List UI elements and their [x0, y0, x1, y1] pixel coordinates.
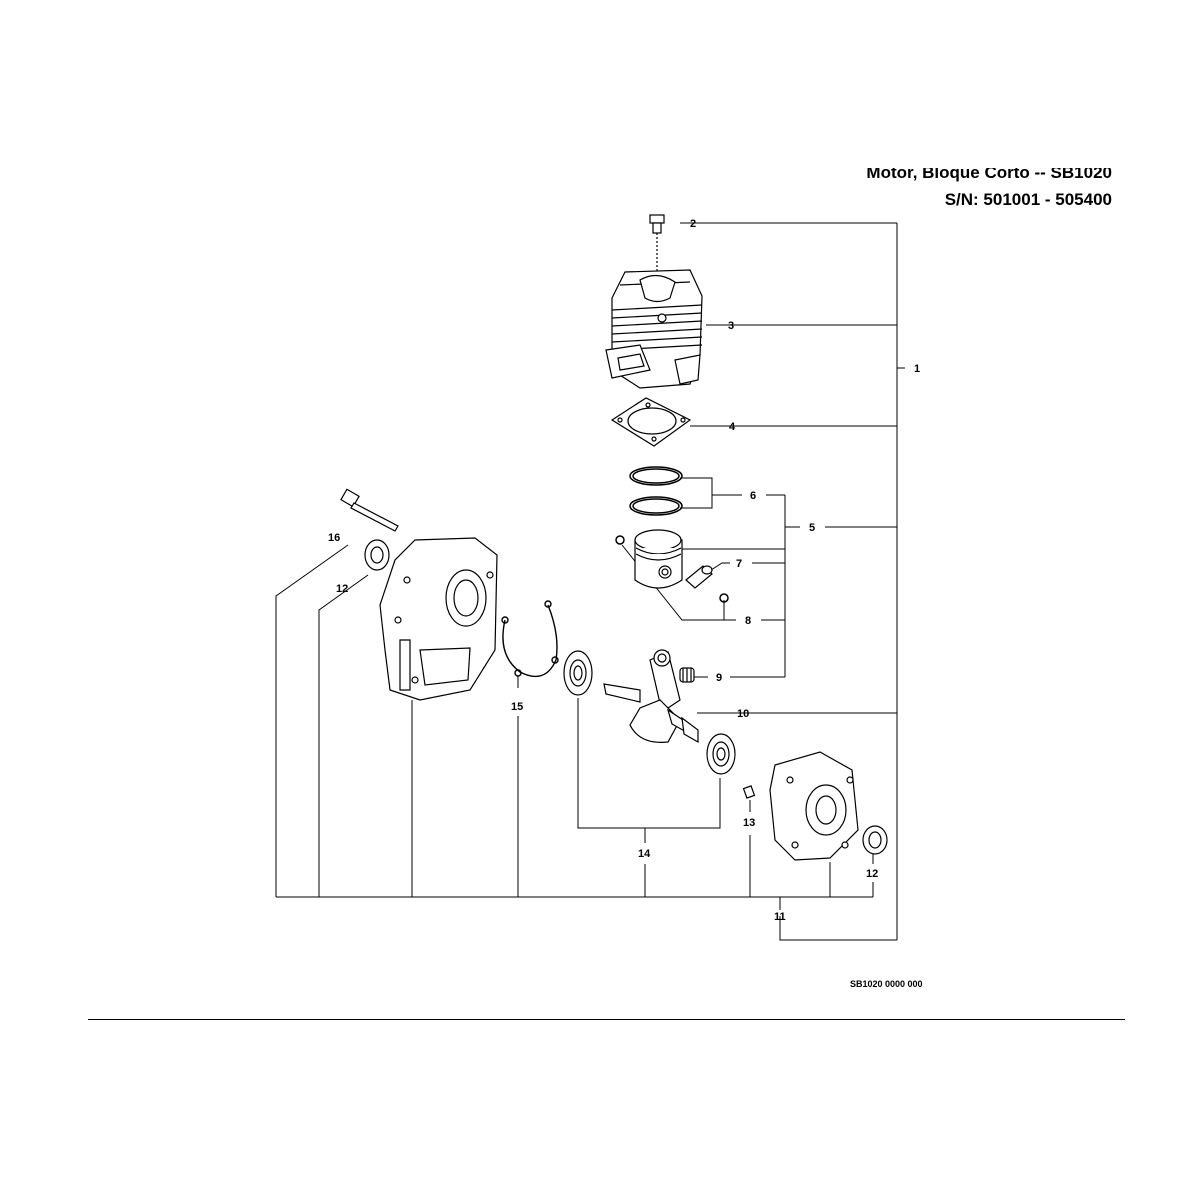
- callout-11: 11: [774, 911, 786, 923]
- serial-number-range: S/N: 501001 - 505400: [944, 190, 1112, 209]
- cylinder-icon: [605, 269, 703, 389]
- cylinder-gasket-icon: [610, 397, 692, 447]
- leader-12-left: [318, 574, 369, 897]
- callout-8: 8: [745, 615, 751, 627]
- crankshaft-bearing-left-icon: [563, 650, 593, 696]
- crankcase-left-icon: [379, 537, 498, 701]
- callout-14: 14: [638, 848, 651, 860]
- callout-12-right: 12: [866, 868, 878, 880]
- circlip-icon: [615, 535, 729, 603]
- oil-seal-left-icon: [364, 539, 390, 571]
- callout-2: 2: [690, 218, 696, 230]
- footer-divider: [88, 1019, 1125, 1020]
- callout-6: 6: [750, 490, 756, 502]
- long-bolt-icon: [340, 488, 399, 532]
- piston-icon: [634, 529, 683, 589]
- leader-11-bracket: [779, 916, 897, 941]
- bracket-14: [577, 698, 721, 829]
- piston-rings-icon: [629, 466, 683, 516]
- diagram-title: Motor, Bloque Corto -- SB1020: [866, 168, 1112, 182]
- callout-9: 9: [716, 672, 722, 684]
- callout-1: 1: [914, 363, 920, 375]
- callout-3: 3: [728, 320, 734, 332]
- key-pin-icon: [742, 785, 756, 799]
- callout-15: 15: [511, 701, 523, 713]
- crankcase-right-icon: [769, 751, 859, 861]
- leader-16: [275, 544, 349, 897]
- callout-7: 7: [736, 558, 742, 570]
- callout-5: 5: [809, 522, 815, 534]
- needle-bearing-icon: [679, 667, 695, 683]
- callout-13: 13: [743, 817, 755, 829]
- title-clip: Motor, Bloque Corto -- SB1020: [700, 168, 1112, 188]
- callout-4: 4: [729, 421, 736, 433]
- crankshaft-bearing-right-icon: [706, 733, 736, 775]
- drawing-code: SB1020 0000 000: [850, 979, 923, 989]
- crankcase-gasket-icon: [501, 600, 559, 678]
- oil-seal-right-icon: [862, 825, 888, 855]
- crankshaft-icon: [603, 649, 699, 744]
- bracket-6: [680, 477, 713, 509]
- leader-7: [707, 562, 730, 573]
- callout-10: 10: [737, 708, 749, 720]
- callout-12-left: 12: [336, 583, 348, 595]
- callout-16: 16: [328, 532, 340, 544]
- piston-pin-icon: [685, 565, 713, 589]
